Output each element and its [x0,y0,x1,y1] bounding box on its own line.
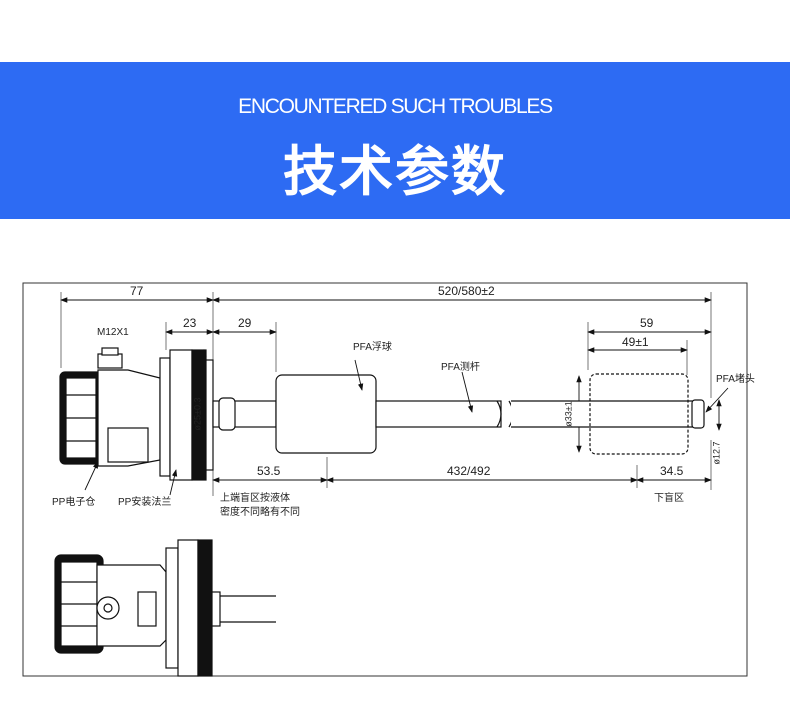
extension-lines [60,292,712,496]
dim-upper-blind: 53.5 [257,464,281,478]
label-lower-blind-zone: 下盲区 [654,493,684,504]
label-upper-blind-2: 密度不同略有不同 [220,507,300,518]
dim-lower-blind: 34.5 [660,464,684,478]
label-pfa-float: PFA浮球 [353,342,392,353]
label-pfa-rod: PFA测杆 [441,362,480,373]
probe-top-view [212,373,705,455]
dim-rod-dia: ø12.7 [711,441,722,465]
dim-housing: 77 [130,284,144,298]
float-lower-ghost [589,373,689,455]
banner-title: 技术参数 [283,140,507,203]
plug [691,399,705,429]
dim-lower-float: 49±1 [622,335,649,349]
banner-subtitle: ENCOUNTERED SUCH TROUBLES [238,95,553,118]
connector-label: M12X1 [97,327,129,338]
label-pp-housing: PP电子仓 [52,497,96,508]
rod-mid [375,400,502,428]
label-upper-blind-1: 上端盲区按液体 [220,493,290,504]
label-pp-flange: PP安装法兰 [118,497,172,508]
dim-lower-zone: 59 [640,316,654,330]
rod-lower [511,401,703,427]
housing-top-view [59,347,214,481]
header-banner [0,62,790,219]
dim-flange: 23 [183,316,197,330]
dim-float-offset: 29 [238,316,252,330]
dim-float-dia: ø33±1 [563,401,574,427]
dim-flange-dia: ø25±0.3 [192,397,203,431]
break-left [496,400,502,428]
dim-total: 520/580±2 [438,284,495,298]
drawing-frame [22,282,748,677]
label-pfa-plug: PFA堵头 [716,374,755,385]
dim-rod-range: 432/492 [447,464,491,478]
housing-front-view [54,539,276,677]
leader-lines [84,359,729,496]
